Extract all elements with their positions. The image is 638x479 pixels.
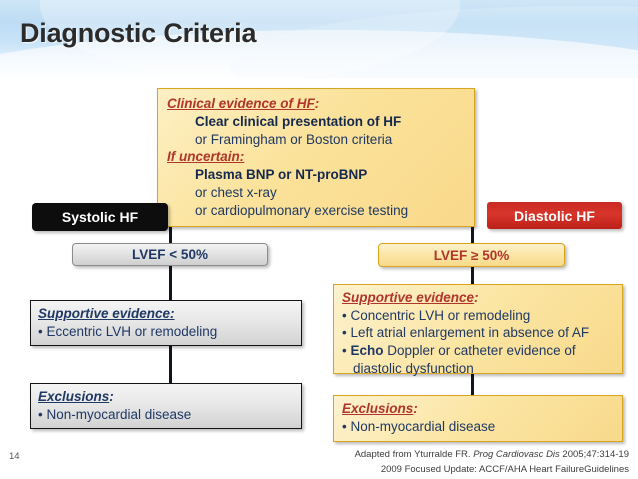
right-supportive-bullet-3-bold: Echo: [350, 342, 384, 358]
left-supportive-heading-text: Supportive evidence:: [38, 306, 175, 321]
right-supportive-bullet-1: • Concentric LVH or remodeling: [342, 307, 531, 323]
right-exclusions-heading-colon: :: [413, 401, 418, 416]
page-title: Diagnostic Criteria: [20, 18, 257, 48]
right-supportive-heading: Supportive evidence:: [342, 290, 614, 307]
lvef-greater-equal-50-box: LVEF ≥ 50%: [378, 243, 565, 267]
criteria-line-exercise-testing: or cardiopulmonary exercise testing: [195, 202, 409, 218]
right-supportive-bullet-3-continuation: diastolic dysfunction: [353, 360, 474, 376]
left-exclusions-bullet-1: • Non-myocardial disease: [38, 406, 192, 422]
criteria-heading-clinical-evidence-text: Clinical evidence of HF: [167, 96, 315, 111]
right-supportive-heading-text: Supportive evidence: [342, 290, 475, 305]
right-supportive-bullet-3-rest: Doppler or catheter evidence of: [383, 342, 576, 358]
right-exclusions-box: Exclusions: • Non-myocardial disease: [333, 395, 623, 442]
left-exclusions-heading: Exclusions:: [38, 389, 294, 406]
criteria-heading-if-uncertain-text: If uncertain:: [167, 149, 245, 165]
right-supportive-bullet-2: • Left atrial enlargement in absence of …: [342, 325, 590, 341]
citation-journal-name: Prog Cardiovasc Dis: [473, 449, 560, 460]
left-supportive-heading: Supportive evidence:: [38, 306, 294, 323]
systolic-hf-label: Systolic HF: [61, 209, 139, 225]
citation-source-suffix: 2005;47:314-19: [559, 449, 629, 460]
left-exclusions-heading-text: Exclusions: [38, 389, 110, 404]
citation-line-1: Adapted from Yturralde FR. Prog Cardiova…: [209, 448, 629, 463]
citation-source-prefix: Adapted from Yturralde FR.: [354, 449, 474, 460]
criteria-line-chest-xray: or chest x-ray: [195, 185, 277, 201]
connector-top-to-right: [471, 227, 474, 244]
criteria-heading-if-uncertain: If uncertain:: [167, 148, 466, 166]
lvef-greater-equal-50-label: LVEF ≥ 50%: [433, 247, 510, 263]
criteria-heading-clinical-evidence: Clinical evidence of HF:: [167, 95, 466, 113]
title-banner: [0, 0, 638, 78]
left-exclusions-heading-colon: :: [109, 389, 114, 404]
connector-right-supportive-to-exclusions: [471, 373, 474, 396]
diastolic-hf-label: Diastolic HF: [514, 207, 595, 224]
left-exclusions-box: Exclusions: • Non-myocardial disease: [30, 383, 302, 429]
connector-left-lvef-to-supportive: [169, 265, 172, 301]
criteria-line-bnp: Plasma BNP or NT-proBNP: [195, 167, 368, 183]
right-supportive-heading-colon: :: [474, 290, 479, 305]
connector-left-supportive-to-exclusions: [169, 345, 172, 384]
right-exclusions-heading: Exclusions:: [342, 401, 614, 418]
left-supportive-bullet-1: • Eccentric LVH or remodeling: [38, 323, 218, 339]
criteria-line-clear-presentation: Clear clinical presentation of HF: [195, 113, 402, 129]
systolic-hf-box: Systolic HF: [32, 203, 168, 231]
criteria-heading-clinical-evidence-colon: :: [314, 96, 320, 111]
right-exclusions-bullet-1: • Non-myocardial disease: [342, 418, 496, 434]
right-supportive-bullet-3: • Echo Doppler or catheter evidence of: [342, 342, 614, 360]
right-supportive-evidence-box: Supportive evidence: • Concentric LVH or…: [333, 284, 623, 376]
lvef-less-than-50-box: LVEF < 50%: [72, 243, 268, 266]
slide-number: 14: [9, 451, 20, 462]
lvef-less-than-50-label: LVEF < 50%: [132, 247, 208, 262]
citation-line-2: 2009 Focused Update: ACCF/AHA Heart Fail…: [380, 463, 629, 475]
criteria-line-framingham-boston: or Framingham or Boston criteria: [195, 131, 393, 147]
clinical-criteria-box: Clinical evidence of HF: Clear clinical …: [157, 88, 475, 227]
connector-right-lvef-to-supportive: [471, 266, 474, 285]
connector-top-to-left: [169, 227, 172, 244]
right-exclusions-heading-text: Exclusions: [342, 401, 414, 416]
citation-footer: Adapted from Yturralde FR. Prog Cardiova…: [209, 448, 629, 477]
left-supportive-evidence-box: Supportive evidence: • Eccentric LVH or …: [30, 300, 302, 346]
diastolic-hf-box: Diastolic HF: [487, 202, 622, 229]
right-supportive-bullet-3-marker: •: [342, 342, 351, 358]
